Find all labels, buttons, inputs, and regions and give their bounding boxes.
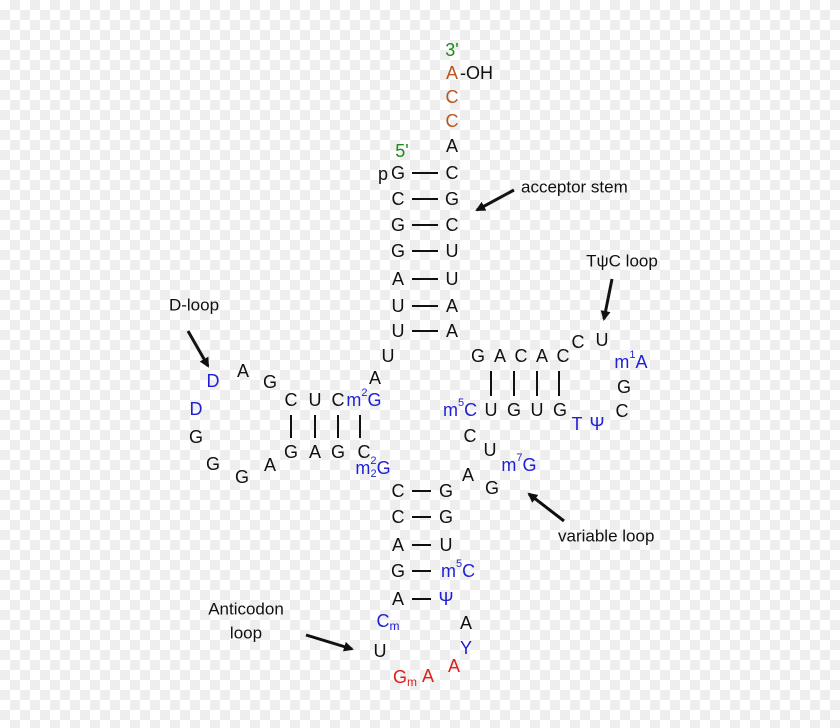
acceptor-stem-left-nucleotide: U [392,296,405,316]
acceptor-tail-nucleotide: C [446,111,459,131]
acceptor-stem-left-nucleotide: G [391,215,405,235]
acceptor-stem-right-nucleotide: C [446,163,459,183]
t-stem-bottom-nucleotide: G [553,400,567,420]
d-stem-top-nucleotide: C [332,390,345,410]
phosphate-label: p [378,164,388,184]
junction-nucleotide: U [382,346,395,366]
anticodon-stem-right-nucleotide: G [439,481,453,501]
junction-nucleotide: A [369,368,381,388]
variable-loop-nucleotide: C [464,426,477,446]
d-stem-top-nucleotide: m2G [346,387,381,410]
acceptor-stem-left-nucleotide: G [391,241,405,261]
d-loop-nucleotide: D [207,371,220,391]
anticodon-loop-nucleotide: Y [460,638,472,658]
anticodon-stem-left-nucleotide: G [391,561,405,581]
d-loop-label: D-loop [169,296,219,315]
annotation-arrows [186,188,614,652]
t-stem-top-nucleotide: C [557,346,570,366]
d-loop-nucleotide: D [190,399,203,419]
base-pair-bonds [290,172,560,600]
t-loop-nucleotide: G [617,377,631,397]
t-loop-nucleotide: C [616,401,629,421]
anticodon-loop-label-line2: loop [230,624,262,643]
variable-loop-nucleotide: m7G [501,452,536,475]
acceptor-stem-right-nucleotide: U [446,241,459,261]
acceptor-stem-right-nucleotide: A [446,321,458,341]
variable-loop-label: variable loop [558,527,654,546]
variable-loop-nucleotide: A [462,465,474,485]
t-stem-top-nucleotide: A [494,346,506,366]
variable-loop-nucleotide: U [484,440,497,460]
t-stem-top-nucleotide: G [471,346,485,366]
t-stem-top-nucleotide: A [536,346,548,366]
anticodon-loop-nucleotide: Gm [393,667,417,689]
d-loop-nucleotide: G [189,427,203,447]
acceptor-stem-label: acceptor stem [521,178,628,197]
acceptor-stem-right-nucleotide: A [446,296,458,316]
d-stem-bottom-nucleotide: A [309,442,321,462]
d-loop-nucleotide: A [264,455,276,475]
t-stem-top-nucleotide: C [515,346,528,366]
three-prime-label: 3' [445,40,458,60]
acceptor-stem-arrow [475,188,515,212]
acceptor-stem-left-nucleotide: G [391,163,405,183]
acceptor-stem-right-nucleotide: G [445,189,459,209]
t-loop-label: TψC loop [586,252,658,271]
t-loop-nucleotide: m1A [614,349,647,372]
t-loop-nucleotide: T [572,414,583,434]
anticodon-loop-arrow [305,633,354,652]
variable-loop-nucleotide: G [485,478,499,498]
t-loop-nucleotide: C [572,332,585,352]
acceptor-tail-nucleotide: A [446,136,458,156]
anticodon-stem-right-nucleotide: m5C [441,558,475,581]
acceptor-stem-left-nucleotide: A [392,269,404,289]
t-loop-arrow [600,278,614,321]
d-stem-top-nucleotide: C [285,390,298,410]
anticodon-stem-right-nucleotide: U [440,535,453,555]
d-loop-arrow [186,330,210,368]
acceptor-stem-right-nucleotide: C [446,215,459,235]
t-stem-bottom-nucleotide: G [507,400,521,420]
d-loop-nucleotide: G [263,372,277,392]
acceptor-stem-right-nucleotide: U [446,269,459,289]
t-loop-nucleotide: Ψ [589,414,604,434]
anticodon-stem-left-nucleotide: A [392,535,404,555]
t-loop-nucleotide: U [596,330,609,350]
anticodon-stem-left-nucleotide: A [392,589,404,609]
d-stem-top-nucleotide: U [309,390,322,410]
five-prime-label: 5' [395,141,408,161]
d-stem-bottom-nucleotide: G [331,442,345,462]
acceptor-tail-nucleotide: A [446,63,458,83]
anticodon-loop-nucleotide: A [460,613,472,633]
d-stem-bottom-nucleotide: G [284,442,298,462]
anticodon-loop-label-line1: Anticodon [208,600,284,619]
acceptor-stem-left-nucleotide: C [392,189,405,209]
t-stem-bottom-nucleotide: U [531,400,544,420]
anticodon-loop-nucleotide: U [374,641,387,661]
t-stem-bottom-nucleotide: m5C [443,397,477,420]
anticodon-loop-nucleotide: A [422,666,434,686]
d-stem-bottom-nucleotide: C [358,442,371,462]
anticodon-stem-left-nucleotide: C [392,481,405,501]
t-stem-bottom-nucleotide: U [485,400,498,420]
variable-loop-arrow [527,492,565,523]
acceptor-stem-left-nucleotide: U [392,321,405,341]
anticodon-stem-left-nucleotide: C [392,507,405,527]
acceptor-tail-nucleotide: C [446,87,459,107]
d-loop-nucleotide: A [237,361,249,381]
anticodon-loop-nucleotide: Cm [377,611,400,633]
d-loop-nucleotide: G [235,467,249,487]
hydroxyl-label: -OH [460,63,493,83]
anticodon-stem-right-nucleotide: G [439,507,453,527]
anticodon-loop-nucleotide: A [448,656,460,676]
anticodon-stem-right-nucleotide: Ψ [438,589,453,609]
d-loop-nucleotide: G [206,454,220,474]
